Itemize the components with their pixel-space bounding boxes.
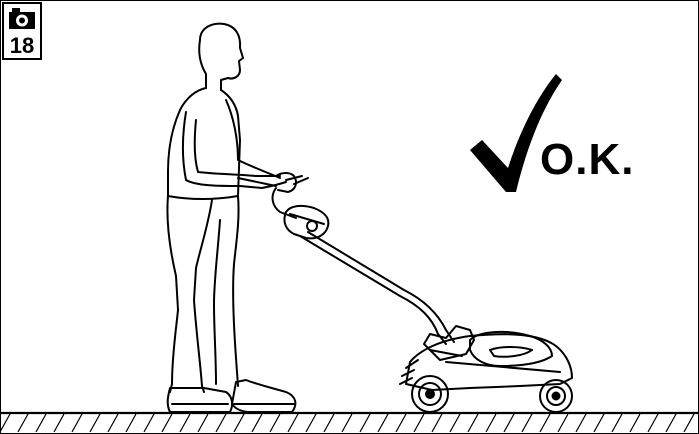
ground-hatch-mark — [594, 414, 604, 432]
ground-hatch-mark — [270, 414, 280, 432]
ground-hatch-mark — [162, 414, 172, 432]
status-text: O.K. — [540, 136, 634, 184]
ground — [0, 413, 699, 432]
ground-hatch-mark — [288, 414, 298, 432]
ground-hatch-mark — [342, 414, 352, 432]
ground-hatch-mark — [306, 414, 316, 432]
ground-hatch-mark — [576, 414, 586, 432]
ground-hatch-mark — [666, 414, 676, 432]
ground-hatch-mark — [360, 414, 370, 432]
ground-hatch-mark — [198, 414, 208, 432]
ground-hatch-mark — [180, 414, 190, 432]
ground-hatch-mark — [450, 414, 460, 432]
ground-hatch-mark — [54, 414, 64, 432]
ground-hatch-mark — [144, 414, 154, 432]
ground-hatch-mark — [522, 414, 532, 432]
lawn-mower — [273, 176, 572, 412]
figure-number: 18 — [4, 34, 40, 58]
ground-hatch-mark — [72, 414, 82, 432]
ground-hatch-mark — [108, 414, 118, 432]
ground-hatch-mark — [558, 414, 568, 432]
ground-hatch-mark — [468, 414, 478, 432]
ground-hatch-mark — [126, 414, 136, 432]
ground-hatch-mark — [234, 414, 244, 432]
ground-hatch-mark — [90, 414, 100, 432]
ground-hatch-mark — [36, 414, 46, 432]
camera-icon — [4, 4, 40, 32]
ground-hatch-mark — [648, 414, 658, 432]
ground-hatch-mark — [252, 414, 262, 432]
ground-hatch-mark — [0, 414, 10, 432]
ground-hatch-mark — [414, 414, 424, 432]
ground-hatch-mark — [630, 414, 640, 432]
person-figure — [167, 24, 296, 412]
ground-hatch-mark — [504, 414, 514, 432]
ground-hatch-mark — [486, 414, 496, 432]
ground-hatch-mark — [396, 414, 406, 432]
ground-hatch-mark — [540, 414, 550, 432]
ground-hatch-mark — [684, 414, 694, 432]
ground-hatch-mark — [216, 414, 226, 432]
figure-number-badge: 18 — [2, 2, 42, 60]
ground-hatch-mark — [324, 414, 334, 432]
ground-hatch-mark — [432, 414, 442, 432]
ground-hatch-mark — [612, 414, 622, 432]
ground-hatch-mark — [18, 414, 28, 432]
ground-hatch-mark — [378, 414, 388, 432]
